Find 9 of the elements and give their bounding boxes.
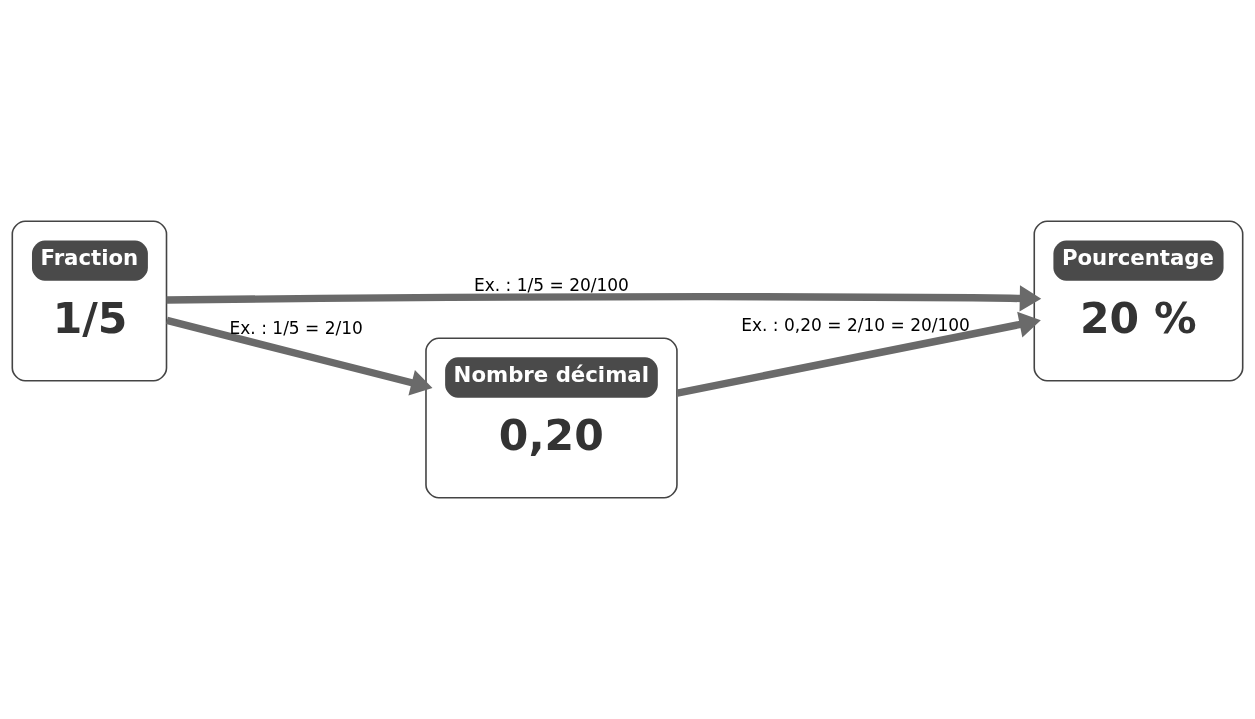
edge-label: Ex. : 1/5 = 20/100 (473, 275, 629, 296)
arrow (166, 316, 433, 396)
node-box: Fraction 1/5 (11, 220, 168, 382)
arrow (166, 285, 1042, 312)
arrow (676, 311, 1041, 397)
edge-label: Ex. : 1/5 = 2/10 (229, 317, 363, 338)
node-box: Pourcentage 20 % (1033, 220, 1244, 382)
edge-label: Ex. : 0,20 = 2/10 = 20/100 (741, 314, 970, 335)
node-box: Nombre décimal 0,20 (425, 337, 678, 499)
